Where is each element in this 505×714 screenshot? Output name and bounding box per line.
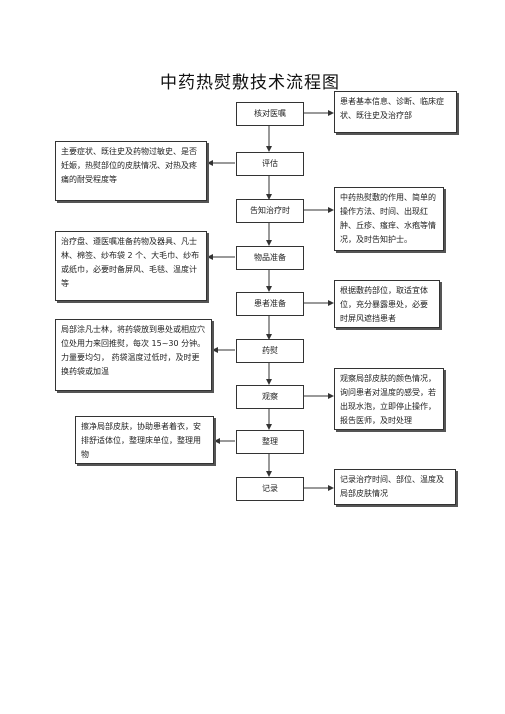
note-observe: 观察局部皮肤的颜色情况，询问患者对温度的感受，若出现水泡，立即停止操作，报告医师… xyxy=(334,368,444,430)
note-materials: 治疗盘、遵医嘱准备药物及器具、凡士林、棉签、纱布袋 2 个、大毛巾、纱布或纸巾，… xyxy=(55,231,207,301)
page-title: 中药热熨敷技术流程图 xyxy=(160,73,340,93)
step-procedure: 药熨 xyxy=(236,339,304,363)
note-record: 记录治疗时间、部位、温度及局部皮肤情况 xyxy=(334,469,456,505)
note-procedure: 局部涂凡士林，将药袋放到患处或相应穴位处用力来回推熨，每次 15~30 分钟。力… xyxy=(55,319,212,391)
step-verify-order: 核对医嘱 xyxy=(236,102,304,126)
step-tidy: 整理 xyxy=(236,430,304,454)
note-verify: 患者基本信息、诊断、临床症状、既往史及治疗部 xyxy=(334,91,457,133)
step-inform: 告知治疗时 xyxy=(236,199,304,223)
note-tidy: 擦净局部皮肤，协助患者着衣，安排舒适体位，整理床单位，整理用物 xyxy=(75,416,214,464)
step-observe: 观察 xyxy=(236,385,304,409)
step-assess: 评估 xyxy=(236,152,304,176)
note-assess: 主要症状、既往史及药物过敏史、是否妊娠，热熨部位的皮肤情况、对热及疼痛的耐受程度… xyxy=(55,141,207,201)
step-materials: 物品准备 xyxy=(236,246,304,270)
note-patient: 根据敷药部位，取适宜体位，充分暴露患处，必要时屏风遮挡患者 xyxy=(334,280,440,328)
step-record: 记录 xyxy=(236,477,304,501)
step-patient-prep: 患者准备 xyxy=(236,292,304,316)
note-inform: 中药热熨敷的作用、简单的操作方法、时间、出现红肿、丘疹、瘙痒、水疱等情况，及时告… xyxy=(334,187,444,251)
